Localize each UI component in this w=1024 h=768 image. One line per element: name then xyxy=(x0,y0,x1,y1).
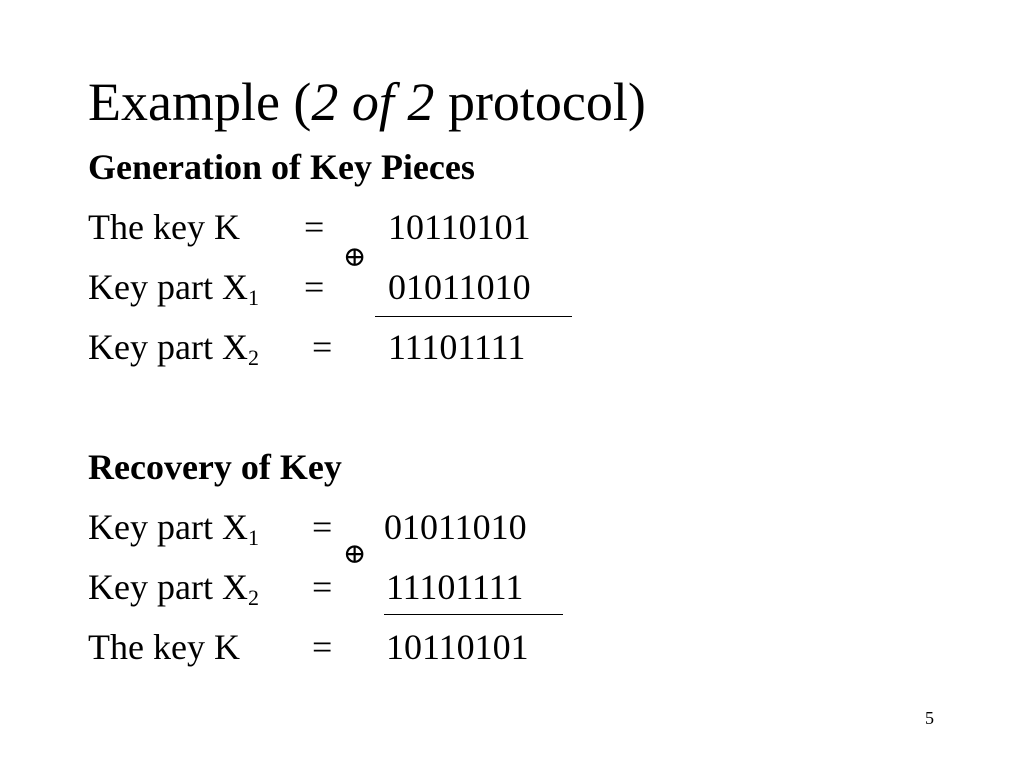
binary-value: 11101111 xyxy=(386,567,524,607)
title-italic: 2 of 2 xyxy=(311,72,435,132)
recovery-heading: Recovery of Key xyxy=(88,447,342,487)
binary-value: 10110101 xyxy=(386,627,529,667)
equals-sign: = xyxy=(312,507,333,547)
equals-sign: = xyxy=(312,327,333,367)
generation-heading: Generation of Key Pieces xyxy=(88,147,475,187)
recovery-row-x2: Key part X2 = 11101111 xyxy=(88,565,688,613)
slide-title: Example (2 of 2 protocol) xyxy=(88,70,646,134)
row-label: Key part X1 xyxy=(88,267,259,310)
generation-row-x2: Key part X2 = 11101111 xyxy=(88,325,688,373)
sum-underline xyxy=(375,316,572,317)
title-rest: protocol) xyxy=(434,72,646,132)
xor-operator-icon: ⊕ xyxy=(343,242,367,273)
sum-underline xyxy=(384,614,563,615)
title-main: Example ( xyxy=(88,72,312,132)
binary-value: 01011010 xyxy=(388,267,531,307)
recovery-row-x1: Key part X1 = 01011010 xyxy=(88,505,688,553)
generation-row-x1: Key part X1 = 01011010 xyxy=(88,265,688,313)
equals-sign: = xyxy=(312,567,333,607)
row-label: The key K xyxy=(88,207,240,247)
xor-operator-icon: ⊕ xyxy=(343,539,367,570)
row-label: Key part X1 xyxy=(88,507,259,550)
binary-value: 11101111 xyxy=(388,327,526,367)
row-label: The key K xyxy=(88,627,240,667)
binary-value: 01011010 xyxy=(384,507,527,547)
row-label: Key part X2 xyxy=(88,567,259,610)
equals-sign: = xyxy=(312,627,333,667)
row-label: Key part X2 xyxy=(88,327,259,370)
equals-sign: = xyxy=(304,267,325,307)
page-number: 5 xyxy=(925,708,934,728)
recovery-row-key: The key K = 10110101 xyxy=(88,625,688,673)
generation-row-key: The key K = 10110101 xyxy=(88,205,688,253)
equals-sign: = xyxy=(304,207,325,247)
binary-value: 10110101 xyxy=(388,207,531,247)
